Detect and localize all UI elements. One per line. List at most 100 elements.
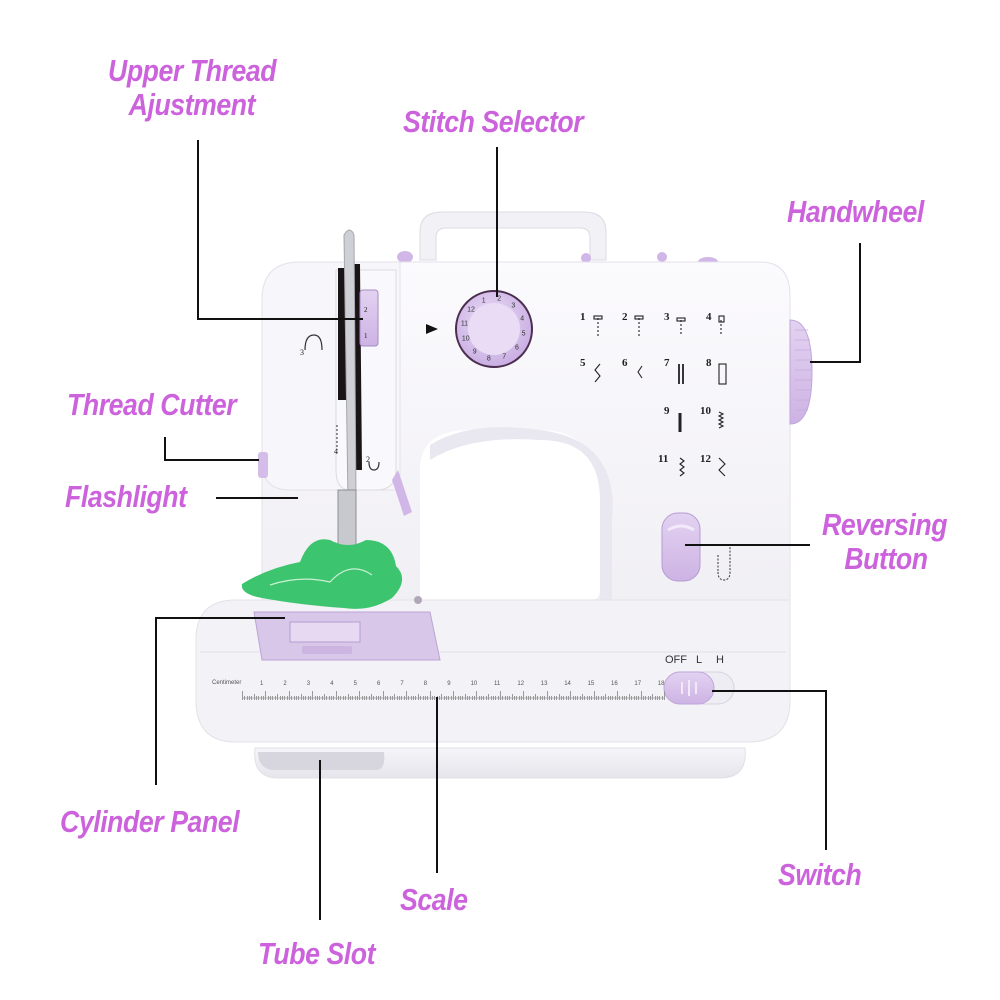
ruler-tick [260,696,262,700]
dial-number: 5 [521,330,526,338]
ruler-tick [253,694,255,700]
ruler-tick [448,696,450,700]
ruler-tick [539,696,541,700]
ruler-tick [513,696,515,700]
leader-thread-cutter [164,437,166,460]
switch-label-h: H [716,654,724,666]
stitch-number: 2 [622,311,628,323]
dial-number: 7 [502,353,507,361]
ruler-tick [375,696,377,700]
ruler-tick [546,691,548,700]
ruler-tick [256,696,258,700]
ruler-number: 1 [260,681,264,687]
ruler-tick [581,694,583,700]
leader-upper-thread [197,318,363,320]
label-reversing-button: Reversing Button [822,508,947,576]
ruler-tick [509,696,511,700]
ruler-number: 2 [283,681,287,687]
ruler-tick [481,696,483,700]
ruler-tick [415,696,417,700]
label-line: Button [844,541,928,576]
ruler-tick [563,696,565,700]
ruler-tick [434,696,436,700]
thread-guide-number: 2 [366,455,370,464]
ruler-tick [413,696,415,700]
ruler-tick [401,696,403,700]
ruler-tick [652,694,654,700]
ruler-tick [567,696,569,700]
ruler-tick [288,691,290,700]
ruler-tick [588,696,590,700]
ruler-tick [593,691,595,700]
ruler-tick [661,696,663,700]
ruler-tick [295,696,297,700]
dial-number: 3 [511,302,516,310]
ruler-tick [417,694,419,700]
tube-slot [258,752,385,770]
ruler-tick [553,696,555,700]
ruler-tick [251,696,253,700]
ruler-tick [380,696,382,700]
leader-flashlight [216,497,298,499]
leader-switch [825,690,827,850]
ruler-number: 9 [447,681,451,687]
stitch-number: 6 [622,357,628,369]
thread-cutter [258,452,268,478]
green-fabric [241,539,403,609]
label-line: Ajustment [128,87,256,122]
ruler-tick [464,694,466,700]
ruler-tick [363,696,365,700]
stitch-number: 10 [700,405,711,417]
ruler-tick [621,696,623,700]
label-handwheel: Handwheel [787,194,924,229]
stitch-number: 3 [664,311,670,323]
ruler-tick [267,696,269,700]
leader-tube-slot [319,760,321,920]
ruler-tick [525,696,527,700]
ruler-tick [577,696,579,700]
ruler-tick [441,694,443,700]
carry-handle [419,211,607,261]
ruler-tick [556,696,558,700]
ruler-tick [584,696,586,700]
ruler-tick [324,694,326,700]
ruler-tick [274,696,276,700]
ruler-tick [399,696,401,700]
ruler-tick [438,696,440,700]
label-cylinder-panel: Cylinder Panel [60,804,240,839]
leader-thread-cutter [164,459,259,461]
ruler-tick [471,696,473,700]
ruler-tick [284,696,286,700]
ruler-tick [321,696,323,700]
label-tube-slot: Tube Slot [258,936,376,971]
ruler-tick [335,691,337,700]
dial-number: 4 [520,315,525,323]
label-line: Reversing [822,507,948,542]
thread-guide-number: 4 [334,447,338,456]
ruler-tick [560,696,562,700]
ruler-tick [338,696,340,700]
ruler-unit-label: Centimeter [212,680,242,686]
ruler-tick [605,694,607,700]
ruler-tick [638,696,640,700]
ruler-tick [265,691,267,700]
ruler-tick [368,696,370,700]
ruler-tick [664,691,665,700]
ruler-tick [309,696,311,700]
ruler-number: 8 [423,681,428,687]
ruler-tick [422,696,424,700]
label-stitch-selector: Stitch Selector [403,104,584,139]
ruler-tick [317,696,319,700]
ruler-tick [485,696,487,700]
ruler-tick [431,696,433,700]
ruler-tick [579,696,581,700]
dial-number: 10 [461,335,470,343]
stitch-pattern-icons [593,315,727,477]
ruler-tick [281,696,283,700]
label-flashlight: Flashlight [65,479,187,514]
ruler-tick [244,696,246,700]
ruler-number: 14 [564,681,571,687]
dial-number: 2 [497,295,502,303]
ruler-tick [373,696,375,700]
